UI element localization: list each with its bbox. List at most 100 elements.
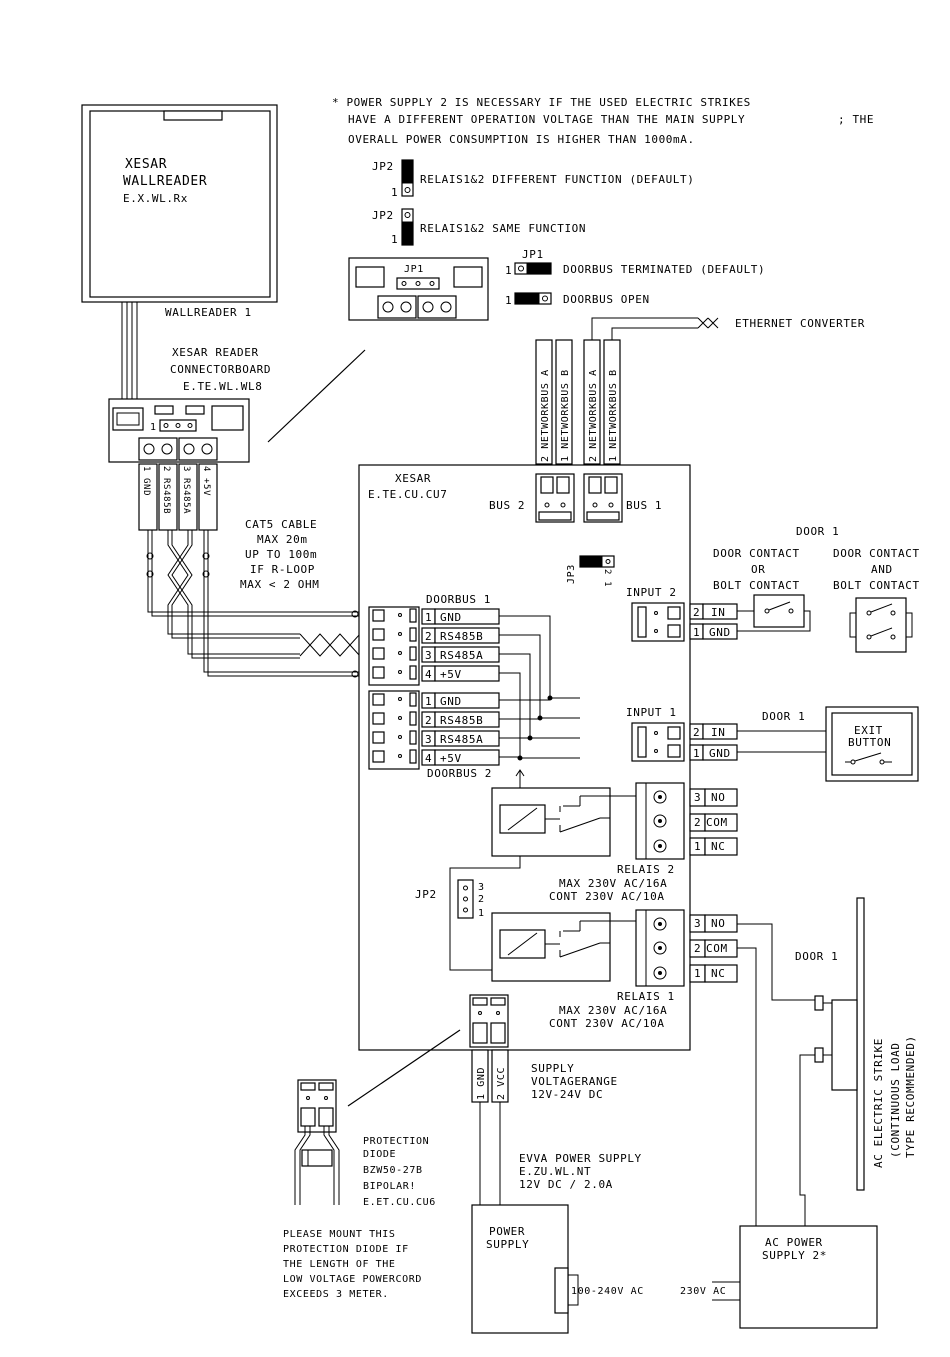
exit-line-2: BUTTON xyxy=(848,736,891,749)
evva-power-supply-label: EVVA POWER SUPPLY E.ZU.WL.NT 12V DC / 2.… xyxy=(519,1152,642,1191)
doorbus1-title: DOORBUS 1 xyxy=(426,593,491,606)
electric-strike: DOOR 1 AC ELECTRIC STRIKE (CONTINUOUS LO… xyxy=(737,897,917,1228)
psu-line-2: SUPPLY xyxy=(486,1238,529,1251)
relais1-line-1: RELAIS 1 xyxy=(617,990,675,1003)
note-line-2: HAVE A DIFFERENT OPERATION VOLTAGE THAN … xyxy=(348,113,745,126)
jp1-board-screw xyxy=(400,301,412,313)
jp2-board-header xyxy=(457,879,474,919)
jp1-board-label: JP1 xyxy=(404,264,424,275)
input2-label: GND xyxy=(709,626,731,639)
note-line-2b: ; THE xyxy=(838,113,874,126)
connector-board-terminal-left xyxy=(138,437,178,461)
strike-body xyxy=(831,999,858,1091)
input2-title: INPUT 2 xyxy=(626,586,677,599)
jp1-board-detail: JP1 xyxy=(348,257,489,321)
jp2-jumper-b xyxy=(402,221,413,245)
strike-line-1: AC ELECTRIC STRIKE xyxy=(872,1038,885,1168)
cat5-wires xyxy=(146,530,379,678)
jp1-legend-a-text: DOORBUS TERMINATED (DEFAULT) xyxy=(563,263,765,276)
connector-board-header xyxy=(185,405,205,415)
input2-pin: 1 xyxy=(693,626,700,639)
note-line-3: OVERALL POWER CONSUMPTION IS HIGHER THAN… xyxy=(348,133,695,146)
relais1-label: COM xyxy=(706,942,728,955)
doorbus2-label: +5V xyxy=(440,752,462,765)
door1-contacts: DOOR 1 DOOR CONTACT OR BOLT CONTACT DOOR… xyxy=(713,525,919,653)
doorbus2-title: DOORBUS 2 xyxy=(427,767,492,780)
psu-plug xyxy=(554,1267,569,1314)
jp1-legend-b-pin: 1 xyxy=(505,294,512,307)
doorbus2-pin: 2 xyxy=(425,714,432,727)
jp1-board-screw xyxy=(422,301,434,313)
relais-1: 3 2 1 NO COM NC RELAIS 1 MAX 230V AC/16A… xyxy=(491,909,738,1030)
door-frame xyxy=(856,897,865,1191)
doorbus2-pin: 1 xyxy=(425,695,432,708)
connector-board-pin-1: 1 xyxy=(150,422,157,433)
cable-line-3: UP TO 100m xyxy=(245,548,317,561)
reader-terminals: 1 GND 2 RS485B 3 RS485A 4 +5V xyxy=(138,463,218,531)
input1-title: INPUT 1 xyxy=(626,706,677,719)
note-line-1: * POWER SUPPLY 2 IS NECESSARY IF THE USE… xyxy=(332,96,751,109)
door-contact-and-switch xyxy=(855,597,907,653)
jp3-jumper xyxy=(580,556,603,567)
jp1-board-terminal-left xyxy=(377,295,417,319)
psu-line-1: POWER xyxy=(489,1225,525,1238)
reader-terminal-label: 1 GND xyxy=(141,466,151,496)
input1-label: IN xyxy=(711,726,725,739)
diode-line-1: PROTECTION xyxy=(363,1136,429,1147)
doorbus1-label: +5V xyxy=(440,668,462,681)
relais2-line-3: CONT 230V AC/10A xyxy=(549,890,665,903)
jp2-board-label: JP2 xyxy=(415,888,437,901)
supply-terminal: 1 GND 2 VCC SUPPLY VOLTAGERANGE 12V-24V … xyxy=(469,994,617,1205)
jp2-legend: JP2 1 RELAIS1&2 DIFFERENT FUNCTION (DEFA… xyxy=(372,159,694,246)
ac-psu2-ac-label: 230V AC xyxy=(680,1286,726,1297)
jp1-pin-b xyxy=(542,295,548,302)
connector-board: XESAR READER CONNECTORBOARD E.TE.WL.WL8 … xyxy=(108,346,271,463)
psu-ac-label: 100-240V AC xyxy=(571,1286,644,1297)
jp1-board-screw xyxy=(382,301,394,313)
cable-line-1: CAT5 CABLE xyxy=(245,518,317,531)
exit-button-inner xyxy=(831,712,913,776)
connector-board-line-3: E.TE.WL.WL8 xyxy=(183,380,262,393)
networkbus-label: 1 NETWORKBUS B xyxy=(608,369,619,462)
jp1-board-pad-left xyxy=(355,266,385,288)
relais2-line-1: RELAIS 2 xyxy=(617,863,675,876)
jp1-pin-a xyxy=(518,265,524,272)
exit-button: DOOR 1 EXIT BUTTON xyxy=(762,706,919,782)
evva-line-1: EVVA POWER SUPPLY xyxy=(519,1152,642,1165)
doorbus1-pin: 3 xyxy=(425,649,432,662)
mount-note-line-3: THE LENGTH OF THE xyxy=(283,1259,396,1270)
jp1-board-pad-right xyxy=(453,266,483,288)
jp2-legend-a-text: RELAIS1&2 DIFFERENT FUNCTION (DEFAULT) xyxy=(420,173,694,186)
relais2-line-2: MAX 230V AC/16A xyxy=(559,877,667,890)
jp1-board-pin xyxy=(415,281,421,286)
connector-board-jumper xyxy=(159,419,197,432)
relais-2: 3 2 1 NO COM NC RELAIS 2 MAX 230V AC/16A… xyxy=(491,782,738,903)
jp2-board-pin: 1 xyxy=(478,908,485,919)
wallreader-cable xyxy=(121,302,138,410)
ac-power-supply-2: AC POWER SUPPLY 2* 230V AC xyxy=(680,1225,878,1329)
connector-board-chip xyxy=(211,405,244,431)
connector-board-terminal-right xyxy=(178,437,218,461)
cable-line-5: MAX < 2 OHM xyxy=(240,578,319,591)
wallreader: XESAR WALLREADER E.X.WL.Rx WALLREADER 1 xyxy=(81,104,278,319)
reader-terminal-label: 4 +5V xyxy=(201,466,211,496)
strike-line-3: TYPE RECOMMENDED) xyxy=(904,1035,917,1158)
jp1-jumper-b xyxy=(515,293,540,304)
jp3-pins: 3 2 1 xyxy=(602,557,612,587)
connector-board-header xyxy=(154,405,174,415)
networkbus-label: 2 NETWORKBUS A xyxy=(588,369,599,462)
controller-line-1: XESAR xyxy=(395,472,431,485)
ac-psu2-outline xyxy=(739,1225,878,1329)
power-supply-note: * POWER SUPPLY 2 IS NECESSARY IF THE USE… xyxy=(332,96,874,146)
jp2-legend-a-label: JP2 xyxy=(372,160,394,173)
mount-note: PLEASE MOUNT THIS PROTECTION DIODE IF TH… xyxy=(283,1229,421,1300)
bus1-label: BUS 1 xyxy=(626,499,662,512)
jp2-legend-b-pin: 1 xyxy=(391,233,398,246)
relais1-pin: 2 xyxy=(694,942,701,955)
diode-line-3: BZW50-27B xyxy=(363,1165,423,1176)
networkbus-label: 1 NETWORKBUS B xyxy=(560,369,571,462)
wallreader-caption: WALLREADER 1 xyxy=(165,306,252,319)
reader-terminal-label: 3 RS485A xyxy=(181,466,191,514)
jp2-board: JP2 3 2 1 xyxy=(415,856,521,971)
door1-top-title: DOOR 1 xyxy=(796,525,839,538)
